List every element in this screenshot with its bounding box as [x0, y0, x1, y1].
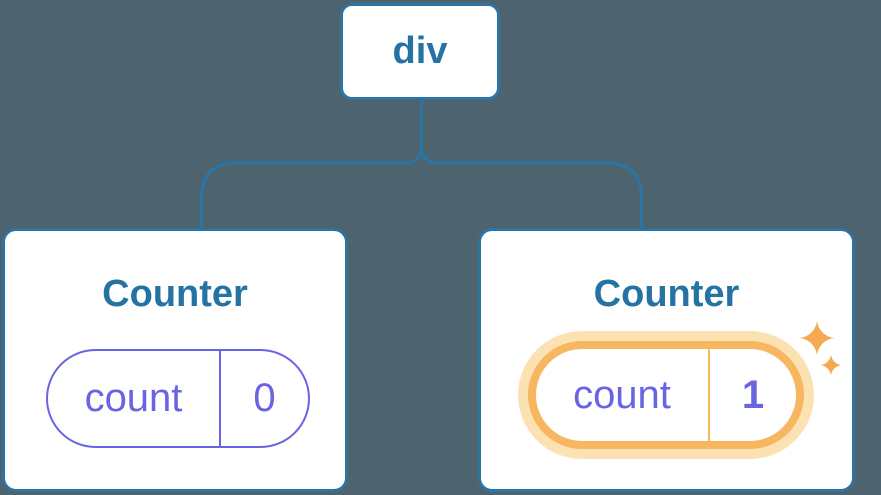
state-key-label: count	[573, 372, 671, 417]
counter-card-1-title: Counter	[593, 273, 740, 315]
pill-divider	[219, 351, 221, 446]
root-node: div	[340, 3, 500, 100]
counter-card-1-state-pill: count 1	[528, 341, 804, 449]
state-key-label: count	[84, 376, 183, 420]
connector-path	[199, 98, 644, 230]
counter-card-1: Counter count 1	[478, 228, 855, 492]
root-node-label: div	[392, 30, 448, 72]
state-value: 0	[253, 376, 276, 420]
pill-divider	[708, 349, 710, 441]
counter-card-0-state-pill: count 0	[46, 349, 310, 448]
counter-card-0-title: Counter	[102, 273, 248, 315]
counter-card-0: Counter count 0	[2, 228, 348, 492]
state-value: 1	[741, 372, 765, 417]
